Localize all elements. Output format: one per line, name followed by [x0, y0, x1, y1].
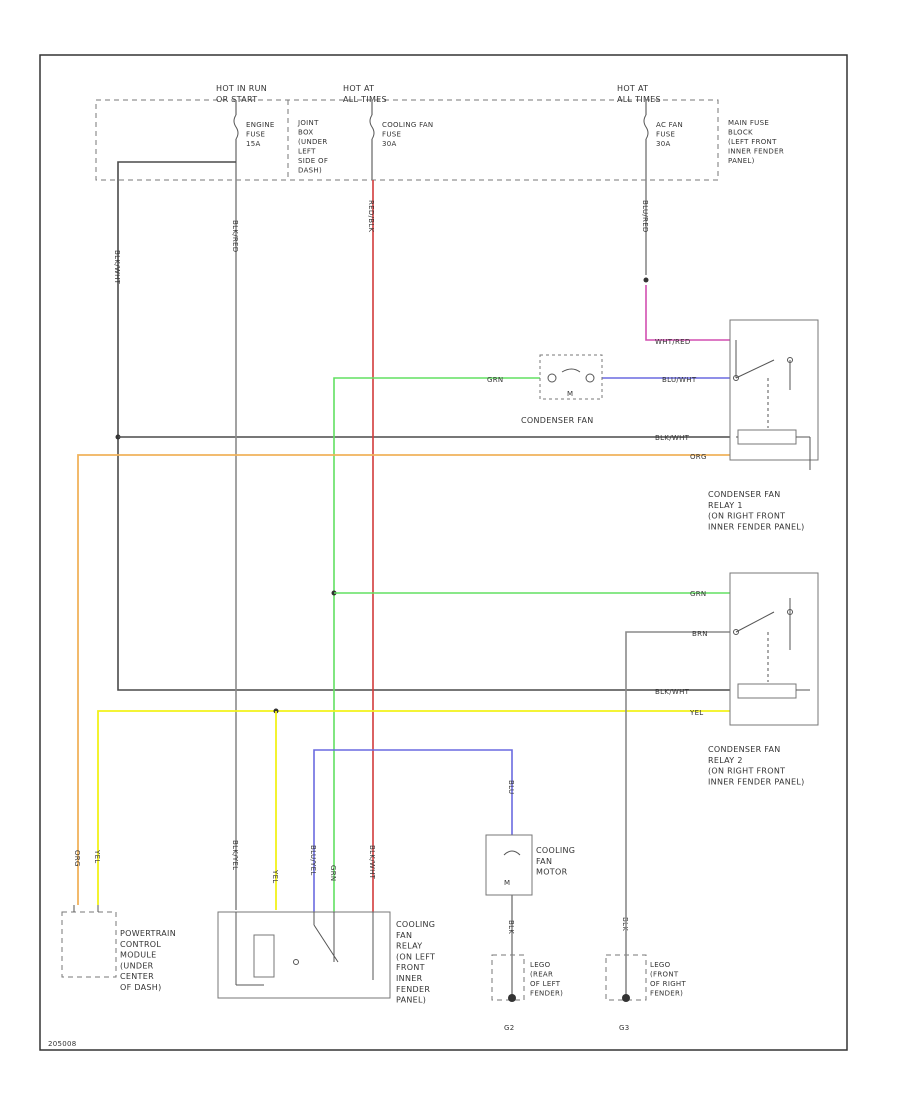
- wire-label-blk: BLK: [507, 920, 515, 934]
- g2-label: G2: [504, 1024, 514, 1032]
- cooling-fan-motor: M: [485, 834, 533, 896]
- wire-label-blk-red-2: BLK/YEL: [231, 840, 239, 870]
- wire-label-yel: YEL: [689, 709, 704, 717]
- wire-yel-pcm: [97, 708, 730, 910]
- powertrain-control-module: [61, 905, 117, 978]
- wire-label-red-blk-2: BLK/WHT: [368, 845, 376, 880]
- ground-g3: [605, 915, 647, 1002]
- engine-fuse: [233, 100, 239, 180]
- g3-label: G3: [619, 1024, 629, 1032]
- wire-blk-wht-ground-bus: [115, 180, 730, 691]
- wire-label-yel-2: YEL: [93, 849, 101, 864]
- fuse-block: [95, 99, 719, 181]
- wire-label-blu-red: BLU/RED: [641, 200, 649, 233]
- wire-label-grn-2: GRN: [690, 590, 706, 598]
- wire-brn-relay2-ground: [625, 631, 730, 915]
- wire-grn-condenser-fan: [331, 377, 730, 912]
- wire-label-blu: BLU: [507, 780, 515, 794]
- wire-label-blk-red: BLK/RED: [231, 220, 239, 252]
- wire-label-blu-yel: BLU/YEL: [309, 845, 317, 876]
- ac-fan-fuse: [643, 100, 649, 180]
- wire-label-red-blk: RED/BLK: [367, 200, 375, 233]
- wire-label-blk-wht-2: BLK/WHT: [655, 434, 690, 442]
- wire-label-brn: BRN: [692, 630, 708, 638]
- diagram-id: 205008: [48, 1040, 77, 1048]
- cooling-fan-motor-m: M: [504, 879, 510, 887]
- wire-label-wht-red: WHT/RED: [655, 338, 691, 346]
- wire-relay-feed: [643, 180, 730, 341]
- condenser-fan-relay-2: [729, 572, 819, 726]
- condenser-fan-m: M: [567, 390, 573, 398]
- wire-label-blk-2: BLK: [621, 917, 629, 931]
- wire-label-blu-wht: BLU/WHT: [662, 376, 697, 384]
- wire-label-grn: GRN: [487, 376, 503, 384]
- condenser-fan-relay-1: [729, 319, 819, 470]
- cooling-fan-relay: [217, 911, 391, 999]
- wire-label-blk-wht: BLK/WHT: [113, 250, 121, 285]
- wire-label-org-2: ORG: [73, 850, 81, 867]
- condenser-fan-label: CONDENSER FAN: [521, 416, 594, 425]
- cooling-fan-fuse: [369, 100, 375, 180]
- condenser-fan: M: [539, 354, 603, 400]
- wire-label-blk-wht-3: BLK/WHT: [655, 688, 690, 696]
- wire-label-yel-3: YEL: [271, 869, 279, 884]
- wire-blu-cooling-fan: [313, 749, 513, 912]
- wire-org-pcm: [77, 454, 730, 905]
- diagram-frame: [39, 54, 848, 1051]
- wire-label-grn-3: GRN: [329, 865, 337, 881]
- ground-g2: [491, 954, 525, 1002]
- wire-label-org: ORG: [690, 453, 707, 461]
